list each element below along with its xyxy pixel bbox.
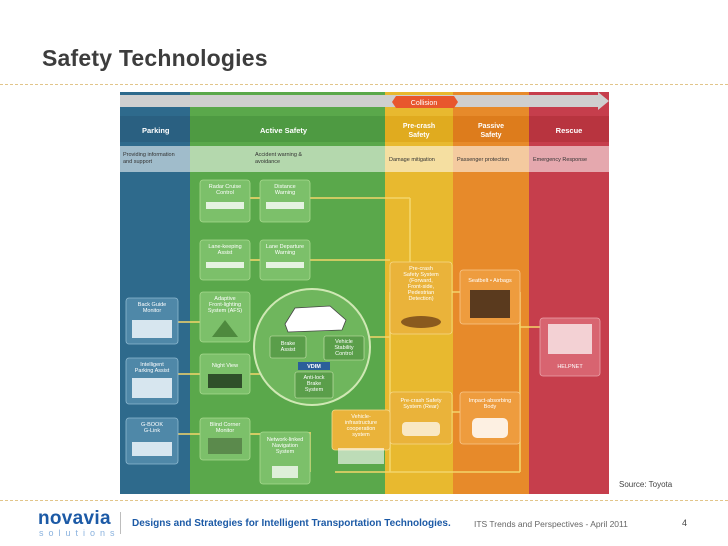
logo-sub: solutions bbox=[39, 528, 120, 538]
phase-name-active-safety: Active Safety bbox=[260, 126, 308, 135]
vdim-label: VDIM bbox=[307, 364, 321, 370]
svg-text:Seatbelt • Airbags: Seatbelt • Airbags bbox=[468, 278, 512, 284]
footer-separator bbox=[120, 512, 121, 534]
svg-text:Night View: Night View bbox=[212, 363, 238, 369]
svg-text:HELPNET: HELPNET bbox=[557, 364, 583, 370]
page-number: 4 bbox=[682, 518, 688, 528]
safety-technologies-diagram: Collision Parking Active Safety Pre-cras… bbox=[120, 92, 609, 494]
logo-word: novavia bbox=[38, 508, 111, 529]
phase-desc-active-safety: Accident warning &avoidance bbox=[255, 152, 302, 165]
footer-tagline: Designs and Strategies for Intelligent T… bbox=[132, 518, 451, 529]
novavia-logo: novavia solutions bbox=[38, 508, 120, 539]
timeline-bar bbox=[120, 95, 598, 107]
collision-label: Collision bbox=[411, 100, 438, 107]
slide-title: Safety Technologies bbox=[42, 45, 268, 71]
box-helpnet: HELPNET bbox=[539, 317, 601, 377]
phase-desc-passive-safety: Passenger protection bbox=[457, 157, 509, 163]
phase-name-parking: Parking bbox=[142, 126, 170, 135]
footer-divider bbox=[0, 500, 728, 501]
box-night-view: Night View bbox=[199, 353, 251, 395]
footer-center-text: ITS Trends and Perspectives - April 2011 bbox=[474, 519, 628, 529]
timeline-arrowhead bbox=[598, 92, 609, 110]
title-divider bbox=[0, 84, 728, 85]
source-note: Source: Toyota bbox=[619, 480, 673, 489]
phase-desc-precrash: Damage mitigation bbox=[389, 157, 435, 163]
phase-desc-rescue: Emergency Response bbox=[533, 157, 587, 163]
phase-name-rescue: Rescue bbox=[556, 126, 583, 135]
collision-marker bbox=[392, 96, 458, 108]
box-seatbelt-airbags: Seatbelt • Airbags bbox=[459, 269, 521, 325]
